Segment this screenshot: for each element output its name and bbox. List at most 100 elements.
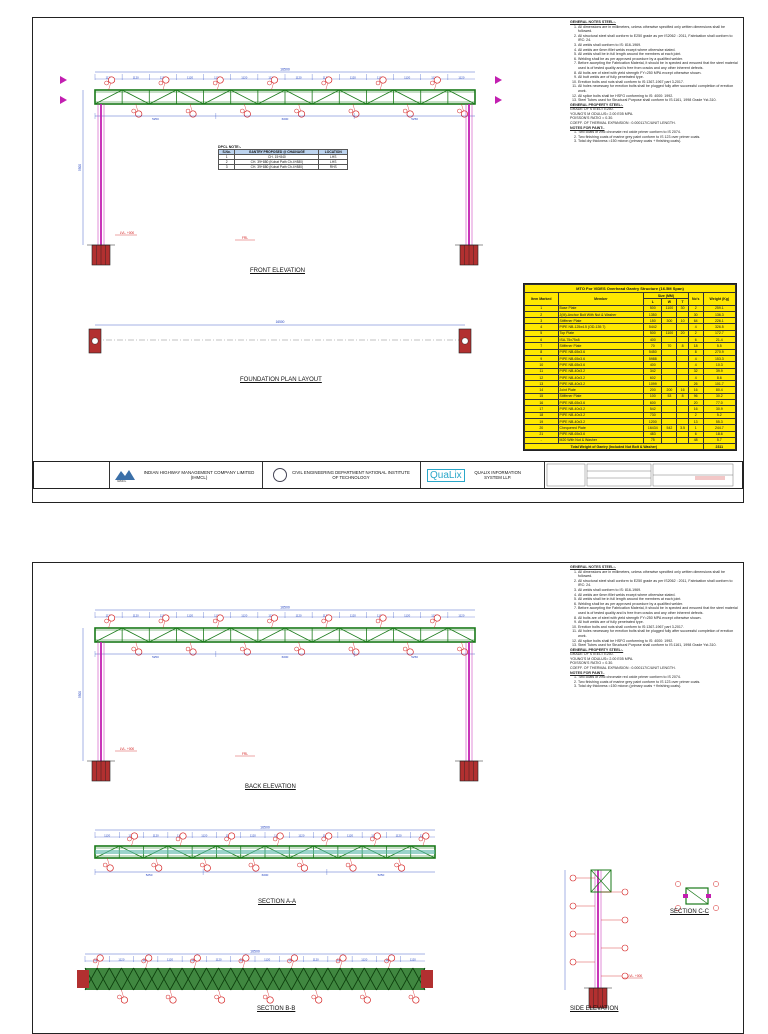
dimension-panel: 1120	[201, 834, 207, 838]
property-line: POISSON'S RATIO = 0.30.	[570, 661, 614, 666]
mto-cell: 200	[643, 386, 663, 394]
dimension-panel: 1120	[323, 614, 329, 618]
mto-head-item: Item Marked	[524, 292, 559, 306]
callout-bubble	[266, 996, 274, 1004]
callout-bubble	[406, 648, 414, 656]
callout-bubble	[402, 646, 408, 652]
callout-bubble	[321, 80, 326, 86]
callout-bubble	[135, 648, 143, 656]
foundation-plan-title: FOUNDATION PLAN LAYOUT	[240, 377, 322, 383]
callout-bubble	[135, 110, 143, 118]
dimension-panel: 1120	[167, 958, 173, 962]
callout-bubble	[193, 954, 201, 962]
property-line: YOUNG'S M ODULUS= 2.00 E05 MPA.	[570, 656, 634, 661]
mto-cell: 16434	[643, 424, 663, 432]
callout-bubble	[422, 832, 430, 840]
callout-bubble	[297, 862, 302, 868]
mto-table: MTO For VIDES Overhead Gantry Structure …	[523, 283, 737, 452]
dimension-total: 16500	[260, 826, 270, 830]
mto-cell: 500	[643, 304, 663, 312]
deck-bracing	[339, 967, 353, 991]
mto-head-member: Member	[557, 292, 645, 306]
right-top-plate	[421, 970, 433, 988]
callout-bubble	[621, 916, 629, 924]
callout-bubble	[267, 80, 272, 86]
dimension-panel: 1120	[187, 76, 193, 80]
property-line: GRADE OF STEEL= E250.	[570, 652, 614, 657]
consultant-name: CIVIL ENGINEERING DEPARTMENT NATIONAL IN…	[292, 470, 410, 480]
note-item: All holes necessary for erection bolts s…	[578, 84, 738, 93]
deck-bracing	[133, 967, 147, 991]
mto-cell: 500	[643, 329, 663, 338]
property-line: COEFF. OF THERMAL EXPANSION : 0.000117/C…	[570, 666, 676, 671]
mto-cell: 5988	[643, 354, 663, 363]
dimension-panel: 1120	[323, 76, 329, 80]
gantry-truss-diagonal	[393, 89, 421, 105]
chainage-cell: RHS	[318, 164, 348, 170]
gantry-truss-diagonal	[447, 89, 476, 105]
mto-cell: 101.7	[702, 380, 737, 388]
callout-bubble	[460, 110, 468, 118]
dimension-panel: 1120	[296, 614, 302, 618]
dimension-panel: 1120	[377, 76, 383, 80]
callout-bubble	[325, 76, 333, 84]
mto-cell: 21.4	[702, 336, 737, 344]
callout-bubble	[240, 646, 245, 652]
note-item: All structural steel shall conform to E2…	[578, 579, 738, 588]
callout-bubble	[675, 905, 681, 911]
mto-cell	[676, 348, 689, 356]
gantry-truss-diagonal	[121, 89, 150, 105]
callout-bubble	[360, 994, 365, 1000]
nit-seal-icon	[273, 468, 287, 482]
mto-cell	[676, 430, 689, 438]
dimension-height: 5500	[78, 691, 82, 698]
mto-cell: 8	[676, 392, 689, 401]
note-item: All splice bolts shall be HSFG conformin…	[578, 94, 738, 99]
callout-bubble	[185, 646, 191, 652]
note-item: All dimensions are in millimeters, unles…	[578, 570, 738, 579]
deck-bracing	[254, 967, 268, 991]
note-item: All welds shall conform to IS: 816-1969.	[578, 588, 738, 593]
deck-bracing	[145, 967, 159, 991]
consultant-box: CIVIL ENGINEERING DEPARTMENT NATIONAL IN…	[263, 462, 421, 488]
gantry-truss-diagonal	[257, 627, 286, 643]
deck-bracing	[108, 967, 122, 991]
callout-bubble	[402, 108, 408, 114]
section-cc-diagonal	[685, 887, 709, 905]
callout-bubble	[375, 618, 381, 624]
dimension-panel: 1120	[153, 834, 159, 838]
property-line: GRADE OF STEEL= E250.	[570, 107, 614, 112]
callout-bubble	[348, 646, 354, 652]
callout-bubble	[218, 996, 226, 1004]
mto-cell: 400	[643, 361, 663, 369]
level-label: LVL. +000	[628, 974, 643, 978]
mto-cell: 16	[676, 386, 689, 394]
callout-bubble	[228, 832, 236, 840]
mto-cell: 100	[643, 392, 663, 401]
mto-total-value: 2311	[702, 443, 737, 451]
notes-list: All dimensions are in millimeters, unles…	[570, 570, 738, 648]
gantry-truss-diagonal	[447, 627, 476, 643]
callout-bubble	[315, 996, 323, 1004]
callout-bubble	[294, 646, 299, 652]
dimension-panel: 1120	[458, 76, 464, 80]
deck-bracing	[376, 967, 389, 991]
mto-cell: 8.6	[702, 373, 737, 382]
section-cc-title: SECTION C-C	[670, 909, 709, 915]
front-elevation-title: FRONT ELEVATION	[250, 268, 306, 274]
mto-cell	[676, 399, 689, 407]
qualix-logo: QuaLix	[427, 468, 465, 482]
note-item: All welds are 6mm fillet welds except wh…	[578, 593, 738, 598]
callout-bubble	[398, 864, 406, 872]
paint-item: Two coats of zinc chromate red oxide pri…	[578, 675, 738, 680]
gantry-truss-diagonal	[149, 627, 177, 643]
callout-bubble	[379, 76, 387, 84]
callout-bubble	[212, 80, 218, 86]
dimension-panel: 1120	[106, 76, 112, 80]
callout-bubble	[190, 958, 195, 964]
